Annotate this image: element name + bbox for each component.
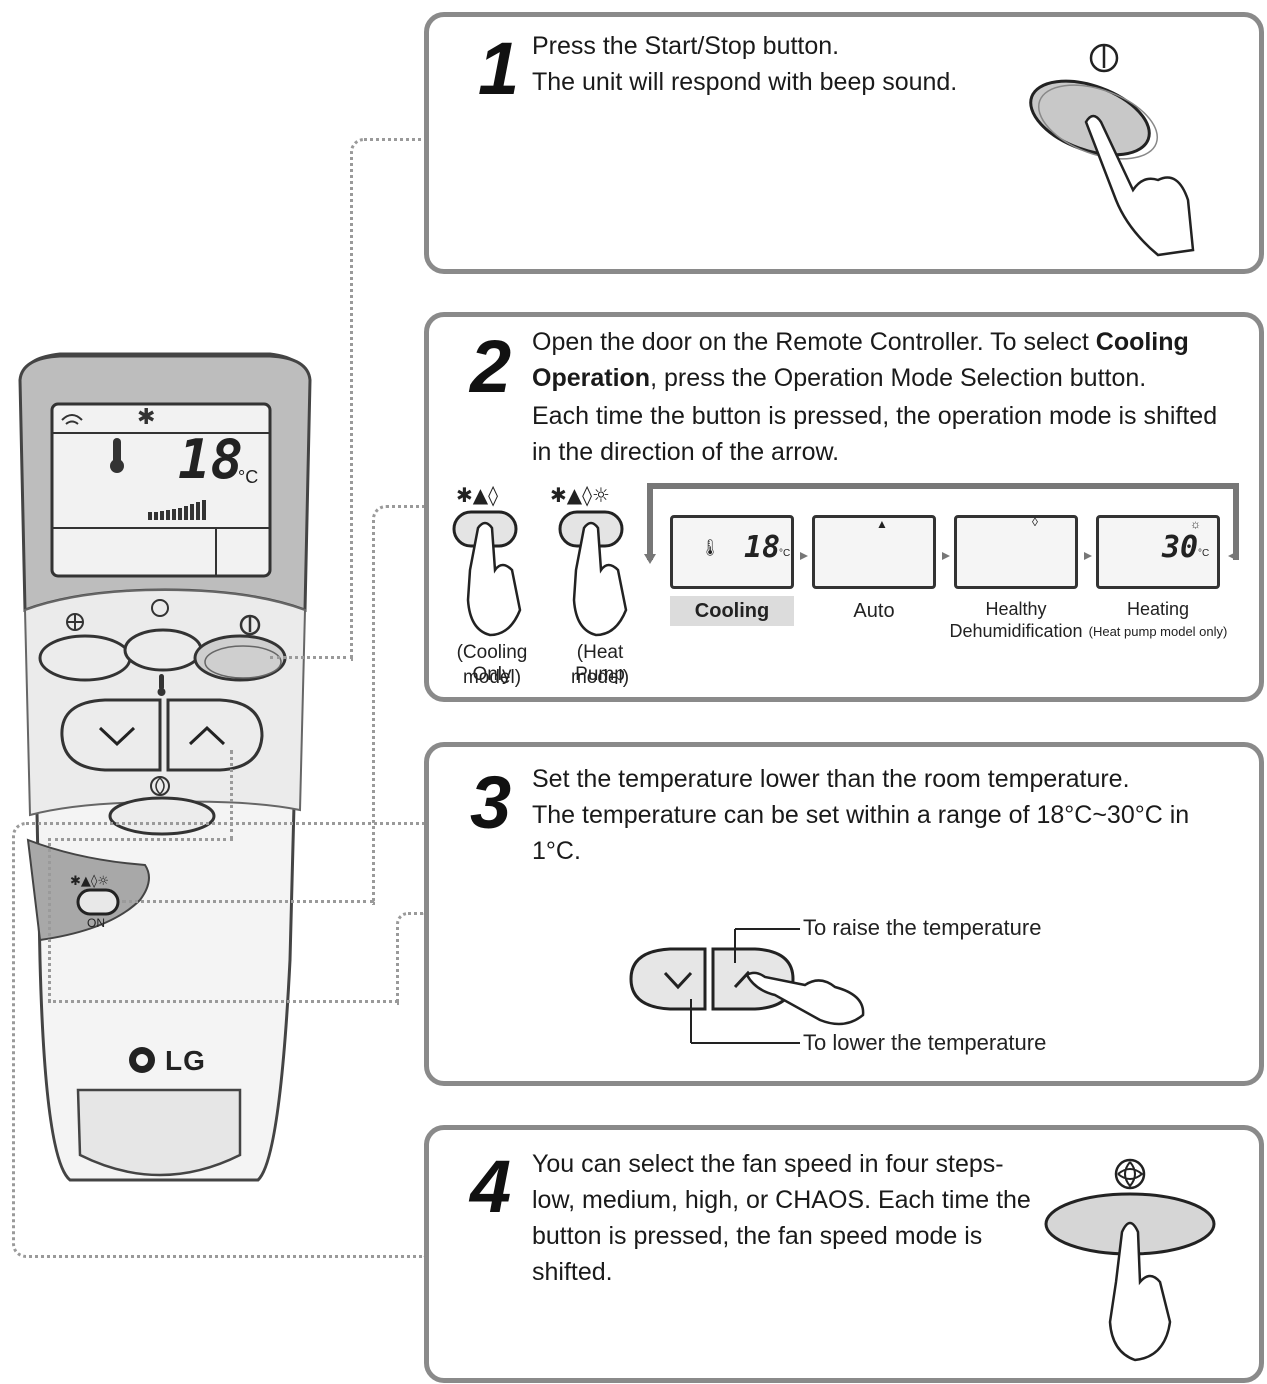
remote-display-temp: 18: [178, 428, 244, 491]
mode-label-heating-1: Heating: [1126, 599, 1190, 619]
step-3-line3: 1°C.: [532, 837, 581, 865]
step-4-line3: button is pressed, the fan speed mode is: [532, 1222, 983, 1250]
cooling-only-label-1: (Cooling Only: [456, 642, 528, 685]
step-2-bold-b: Operation: [532, 364, 651, 392]
brand-logo: LG: [165, 1045, 206, 1076]
connector-3-up: [230, 750, 233, 840]
connector-1-tail: [270, 656, 353, 659]
step-4-number: 4: [470, 1145, 512, 1228]
connector-2-tail: [122, 900, 374, 903]
mode-screen-dehumid: [954, 515, 1078, 589]
cooling-only-label-2: model): [462, 667, 522, 688]
remote-controller: ✱▲◊☼: [18, 352, 312, 1182]
step-1-line2: The unit will respond with beep sound.: [532, 68, 958, 96]
connector-2: [372, 505, 427, 905]
connector-3: [396, 912, 427, 1005]
heat-pump-label-2: model): [570, 667, 630, 688]
mode-label-dehumid-2: Dehumidification: [949, 621, 1083, 641]
step-2-bold-a: Cooling: [1095, 328, 1189, 356]
start-stop-hand-illustration: [1029, 43, 1195, 257]
mode-screen-auto: [812, 515, 936, 589]
sun-icon: ☼: [1190, 517, 1201, 531]
svg-text:✱▲◊☼: ✱▲◊☼: [70, 874, 109, 889]
lower-temp-label: To lower the temperature: [803, 1030, 1047, 1055]
step-2-line2: Operation, press the Operation Mode Sele…: [532, 360, 1146, 396]
mode-screen-heating: [1096, 515, 1220, 589]
mode-cycle-arrows: [644, 483, 1239, 564]
step-4-line1: You can select the fan speed in four ste…: [532, 1150, 1004, 1178]
step-2-panel: [424, 312, 1264, 702]
mode-screen-heating-unit: °C: [1198, 548, 1210, 559]
connector-4: [12, 822, 427, 1258]
mode-screen-cooling: [670, 515, 794, 589]
step-2-line4: in the direction of the arrow.: [532, 438, 840, 466]
mode-button-hands: ✱▲◊ ✱▲◊☼: [452, 483, 628, 637]
heat-pump-label-1: (Heat Pump: [575, 642, 625, 685]
svg-text:✱▲◊☼: ✱▲◊☼: [550, 483, 610, 507]
step-2-line3: Each time the button is pressed, the ope…: [532, 402, 1218, 430]
mode-label-dehumid-1: Healthy: [985, 599, 1047, 619]
raise-temp-label: To raise the temperature: [803, 915, 1042, 940]
step-2-number: 2: [470, 325, 512, 408]
step-2-text-b: , press the Operation Mode Selection but…: [650, 364, 1147, 392]
drop-icon: ◊: [1032, 515, 1038, 529]
svg-text:✱▲◊: ✱▲◊: [456, 483, 498, 507]
step-3-line1: Set the temperature lower than the room …: [532, 765, 1130, 793]
mode-screen-heating-value: 30: [1162, 530, 1199, 565]
mode-label-auto: Auto: [853, 600, 895, 622]
step-1-number: 1: [478, 27, 520, 110]
step-3-line2: The temperature can be set within a rang…: [532, 801, 1190, 829]
mode-label-cooling: Cooling: [670, 596, 794, 626]
step-2-line1: Open the door on the Remote Controller. …: [532, 324, 1189, 360]
mode-screen-cooling-unit: °C: [779, 548, 791, 559]
snowflake-icon: ✱: [137, 404, 156, 429]
door-on-label: ON: [87, 916, 105, 930]
step-3-panel: [424, 742, 1264, 1086]
step-4-line2: low, medium, high, or CHAOS. Each time t…: [532, 1186, 1031, 1214]
temp-buttons-illustration: [629, 928, 865, 1044]
step-3-number: 3: [470, 761, 512, 844]
fan-button-illustration: [1044, 1158, 1216, 1362]
connector-3-tail: [48, 1000, 398, 1003]
step-4-line4: shifted.: [532, 1258, 613, 1286]
thermometer-icon: 🌡: [700, 540, 721, 557]
step-2-text-a: Open the door on the Remote Controller. …: [532, 328, 1096, 356]
remote-display-unit: °C: [238, 467, 259, 487]
connector-3-rise: [48, 838, 51, 1002]
mode-label-heating-2: (Heat pump model only): [1088, 624, 1228, 639]
step-1-line1: Press the Start/Stop button.: [532, 32, 840, 60]
mode-screen-cooling-value: 18: [744, 530, 781, 565]
connector-3-top: [48, 838, 233, 841]
connector-1: [350, 138, 428, 661]
auto-icon: ▲: [876, 517, 888, 531]
